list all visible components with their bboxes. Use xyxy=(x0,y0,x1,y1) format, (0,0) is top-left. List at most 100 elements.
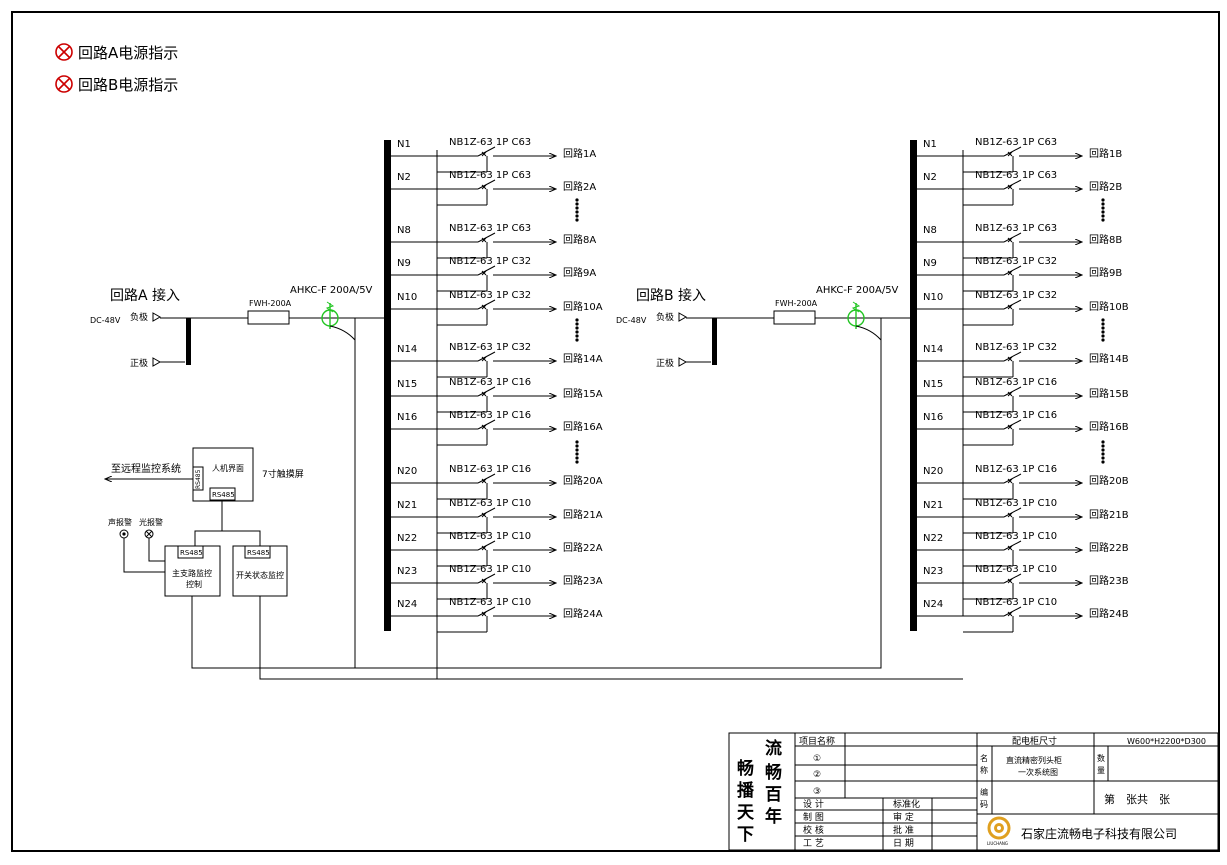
circuit-number: N9 xyxy=(923,258,937,269)
sheet-number: 第 张共 张 xyxy=(1104,792,1170,806)
role-date: 日 期 xyxy=(893,838,914,849)
breaker-label: NB1Z-63 1P C32 xyxy=(449,290,531,301)
circuit-output: 回路1A xyxy=(563,147,596,160)
svg-text:百: 百 xyxy=(765,785,782,805)
circuit-output: 回路8B xyxy=(1089,233,1122,246)
breaker-label: NB1Z-63 1P C10 xyxy=(449,564,531,575)
circuit-number: N20 xyxy=(923,466,943,477)
continuation-dots-icon xyxy=(1101,440,1105,464)
circuit-output: 回路9B xyxy=(1089,266,1122,279)
circuit-row: N21 NB1Z-63 1P C10 回路21B xyxy=(917,498,1129,534)
busbar xyxy=(910,140,917,631)
breaker-label: NB1Z-63 1P C10 xyxy=(449,597,531,608)
continuation-dots-icon xyxy=(575,318,579,342)
sensor-label: AHKC-F 200A/5V xyxy=(816,285,899,296)
incoming-title: 回路B 接入 xyxy=(636,287,706,304)
hmi-label: 人机界面 xyxy=(212,463,244,473)
breaker-label: NB1Z-63 1P C16 xyxy=(449,377,531,388)
breaker-label: NB1Z-63 1P C10 xyxy=(449,531,531,542)
circuit-number: N16 xyxy=(397,412,417,423)
breaker-contact-icon xyxy=(1007,478,1013,484)
code-label: 编码 xyxy=(980,787,988,809)
title-block: 项目名称 ① ② ③ 设 计 制 图 校 核 工 艺 标准化 审 定 批 准 日… xyxy=(728,732,1219,851)
remote-label: 至远程监控系统 xyxy=(111,462,181,475)
breaker-contact-icon xyxy=(481,478,487,484)
light-alarm-icon xyxy=(144,529,154,539)
company-logo-icon xyxy=(987,816,1011,840)
breaker-label: NB1Z-63 1P C10 xyxy=(975,498,1057,509)
circuit-output: 回路21A xyxy=(563,508,603,521)
breaker-label: NB1Z-63 1P C16 xyxy=(449,464,531,475)
sound-alarm-icon xyxy=(119,529,129,539)
role-process: 工 艺 xyxy=(803,838,824,849)
breaker-label: NB1Z-63 1P C32 xyxy=(975,256,1057,267)
circuit-output: 回路14A xyxy=(563,352,603,365)
circuit-number: N23 xyxy=(923,566,943,577)
breaker-contact-icon xyxy=(1007,151,1013,157)
circuit-output: 回路10B xyxy=(1089,300,1129,313)
breaker-label: NB1Z-63 1P C10 xyxy=(975,597,1057,608)
continuation-dots-icon xyxy=(1101,318,1105,342)
breaker-label: NB1Z-63 1P C32 xyxy=(449,342,531,353)
switch-ctrl-label: 开关状态监控 xyxy=(236,570,284,580)
legend-b-label: 回路B电源指示 xyxy=(78,76,178,94)
mark-2: ② xyxy=(813,770,821,780)
sensor-label: AHKC-F 200A/5V xyxy=(290,285,373,296)
breaker-contact-icon xyxy=(481,184,487,190)
role-draw: 制 图 xyxy=(803,811,824,823)
breaker-label: NB1Z-63 1P C10 xyxy=(449,498,531,509)
cabinet-size-value: W600*H2200*D300 xyxy=(1127,737,1206,746)
circuit-output: 回路2A xyxy=(563,180,596,193)
breaker-contact-icon xyxy=(1007,270,1013,276)
circuit-number: N14 xyxy=(923,344,943,355)
cabinet-size-label: 配电柜尺寸 xyxy=(1012,735,1057,747)
circuit-number: N21 xyxy=(923,500,943,511)
breaker-label: NB1Z-63 1P C63 xyxy=(449,137,531,148)
calligraphy-seal: 流 畅 百 年 畅 播 天 下 xyxy=(737,738,782,845)
circuit-output: 回路9A xyxy=(563,266,596,279)
circuit-number: N1 xyxy=(397,139,411,150)
drawing-name-1: 直流精密列头柜 xyxy=(1006,755,1062,765)
breaker-contact-icon xyxy=(481,611,487,617)
breaker-contact-icon xyxy=(481,270,487,276)
breaker-contact-icon xyxy=(481,151,487,157)
drawing-frame xyxy=(11,11,1220,852)
name-label: 名称 xyxy=(980,753,988,775)
role-authorize: 批 准 xyxy=(893,824,914,836)
input-terminal xyxy=(186,318,191,365)
circuit-number: N10 xyxy=(923,292,943,303)
circuit-number: N20 xyxy=(397,466,417,477)
breaker-contact-icon xyxy=(481,391,487,397)
legend-a: 回路A电源指示 xyxy=(55,43,178,62)
circuit-number: N16 xyxy=(923,412,943,423)
circuit-row: N1 NB1Z-63 1P C63 回路1A xyxy=(391,137,596,173)
circuit-output: 回路21B xyxy=(1089,508,1129,521)
breaker-contact-icon xyxy=(1007,545,1013,551)
main-ctrl-rs485: RS485 xyxy=(180,549,203,557)
breaker-contact-icon xyxy=(481,512,487,518)
breaker-label: NB1Z-63 1P C63 xyxy=(975,170,1057,181)
circuit-output: 回路24B xyxy=(1089,607,1129,620)
circuit-number: N2 xyxy=(923,172,937,183)
circuit-output: 回路24A xyxy=(563,607,603,620)
fuse xyxy=(247,310,290,325)
breaker-contact-icon xyxy=(1007,512,1013,518)
light-alarm-label: 光报警 xyxy=(139,517,163,527)
svg-text:下: 下 xyxy=(737,825,754,845)
breaker-contact-icon xyxy=(481,424,487,430)
qty-label: 数量 xyxy=(1097,753,1105,775)
circuit-number: N15 xyxy=(923,379,943,390)
breaker-label: NB1Z-63 1P C16 xyxy=(449,410,531,421)
breaker-contact-icon xyxy=(1007,356,1013,362)
